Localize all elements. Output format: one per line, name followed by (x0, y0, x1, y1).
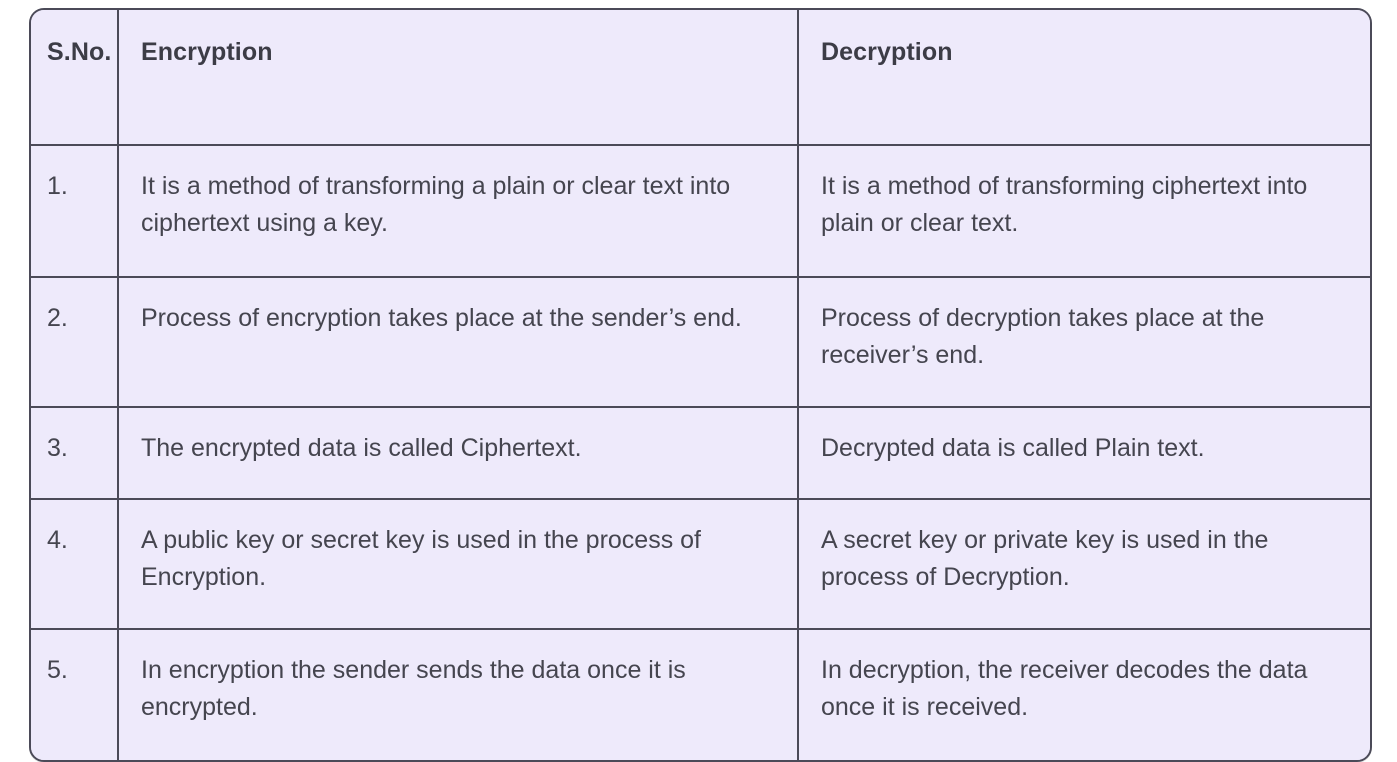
column-header-sno-label: S.No. (47, 38, 112, 66)
column-header-decryption-label: Decryption (821, 38, 953, 66)
row-decryption-cell: Decrypted data is called Plain text. (799, 408, 1370, 500)
table-header: S.No. Encryption Decryption (31, 10, 1370, 146)
row-decryption-cell: In decryption, the receiver decodes the … (799, 630, 1370, 760)
row-decryption-cell: Process of decryption takes place at the… (799, 278, 1370, 408)
column-header-decryption: Decryption (799, 10, 1370, 146)
row-encryption-text: It is a method of transforming a plain o… (141, 172, 731, 237)
row-sno-value: 1. (47, 172, 68, 200)
row-encryption-text: The encrypted data is called Ciphertext. (141, 434, 582, 462)
row-encryption-text: Process of encryption takes place at the… (141, 304, 742, 332)
row-decryption-text: A secret key or private key is used in t… (821, 526, 1269, 591)
row-encryption-text: In encryption the sender sends the data … (141, 656, 686, 721)
row-decryption-text: Process of decryption takes place at the… (821, 304, 1265, 369)
column-header-encryption: Encryption (119, 10, 799, 146)
row-decryption-cell: A secret key or private key is used in t… (799, 500, 1370, 630)
row-encryption-cell: The encrypted data is called Ciphertext. (119, 408, 799, 500)
table-row: 3. The encrypted data is called Cipherte… (31, 408, 1370, 500)
row-decryption-cell: It is a method of transforming ciphertex… (799, 146, 1370, 278)
row-encryption-cell: In encryption the sender sends the data … (119, 630, 799, 760)
row-encryption-text: A public key or secret key is used in th… (141, 526, 701, 591)
table-header-row: S.No. Encryption Decryption (31, 10, 1370, 146)
table-row: 5. In encryption the sender sends the da… (31, 630, 1370, 760)
row-decryption-text: In decryption, the receiver decodes the … (821, 656, 1308, 721)
row-sno-value: 4. (47, 526, 68, 554)
row-sno-cell: 4. (31, 500, 119, 630)
column-header-sno: S.No. (31, 10, 119, 146)
row-sno-cell: 3. (31, 408, 119, 500)
row-sno-cell: 1. (31, 146, 119, 278)
row-encryption-cell: A public key or secret key is used in th… (119, 500, 799, 630)
table-row: 4. A public key or secret key is used in… (31, 500, 1370, 630)
column-header-encryption-label: Encryption (141, 38, 273, 66)
row-sno-value: 2. (47, 304, 68, 332)
table-row: 1. It is a method of transforming a plai… (31, 146, 1370, 278)
table-body: 1. It is a method of transforming a plai… (31, 146, 1370, 760)
row-encryption-cell: Process of encryption takes place at the… (119, 278, 799, 408)
encryption-decryption-comparison-table: S.No. Encryption Decryption 1. It is a m… (29, 8, 1372, 762)
row-decryption-text: It is a method of transforming ciphertex… (821, 172, 1308, 237)
row-decryption-text: Decrypted data is called Plain text. (821, 434, 1205, 462)
row-sno-value: 5. (47, 656, 68, 684)
row-encryption-cell: It is a method of transforming a plain o… (119, 146, 799, 278)
row-sno-cell: 2. (31, 278, 119, 408)
row-sno-cell: 5. (31, 630, 119, 760)
table-row: 2. Process of encryption takes place at … (31, 278, 1370, 408)
row-sno-value: 3. (47, 434, 68, 462)
